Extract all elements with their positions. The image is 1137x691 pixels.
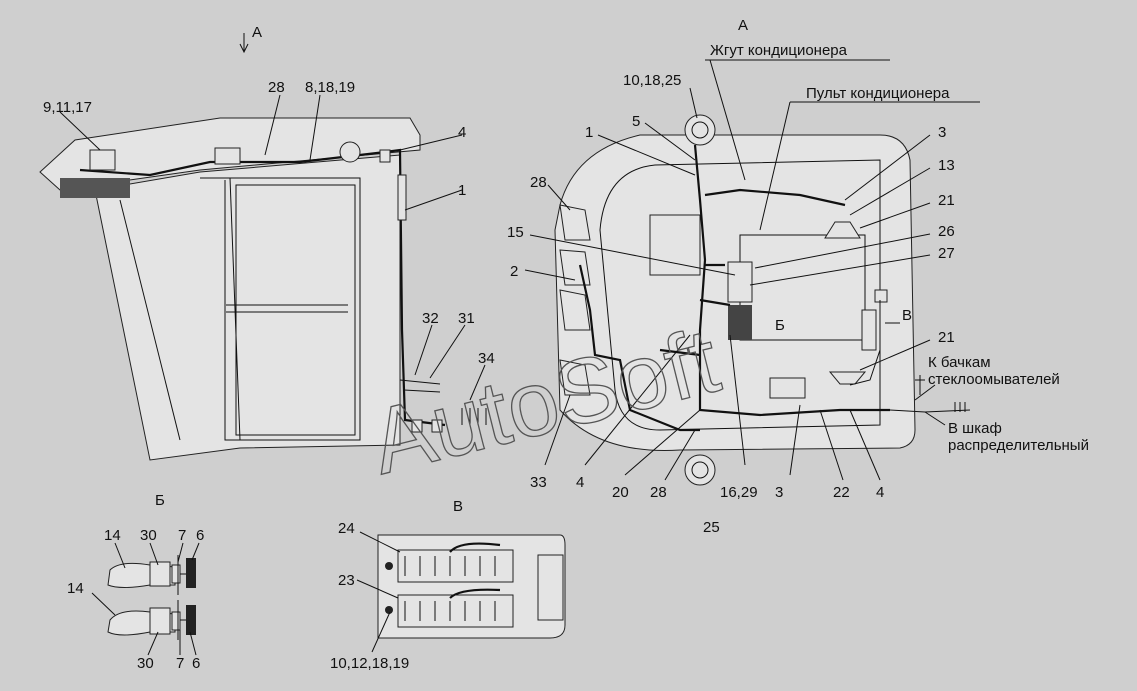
callout-15: 15: [507, 224, 524, 241]
conditioner-harness-label: Жгут кондиционера: [710, 42, 848, 59]
callout-22: 22: [833, 484, 850, 501]
center-view-callouts: А Жгут кондиционера 10,18,25 Пульт конди…: [507, 17, 1089, 536]
washer-tanks-label-1: К бачкам: [928, 354, 991, 371]
callout-33: 33: [530, 474, 547, 491]
callout-5: 5: [632, 113, 640, 130]
callout-2: 2: [510, 263, 518, 280]
callout-4: 4: [458, 124, 466, 141]
washer-tanks-label-2: стеклоомывателей: [928, 371, 1060, 388]
callout-10-12-18-19: 10,12,18,19: [330, 655, 409, 672]
callout-6-b: 6: [192, 655, 200, 672]
view-a-arrow-label: А: [252, 24, 262, 41]
distribution-cabinet-label-1: В шкаф: [948, 420, 1002, 437]
callout-3-top: 3: [938, 124, 946, 141]
center-roof-view: [524, 59, 980, 486]
callout-24: 24: [338, 520, 355, 537]
callout-28-b: 28: [650, 484, 667, 501]
callout-25: 25: [703, 519, 720, 536]
callout-3-bottom: 3: [775, 484, 783, 501]
callout-7-a: 7: [178, 527, 186, 544]
inset-b-title: Б: [155, 492, 165, 509]
callout-26: 26: [938, 223, 955, 240]
callout-23: 23: [338, 572, 355, 589]
callout-14-b: 14: [67, 580, 84, 597]
callout-10-18-25: 10,18,25: [623, 72, 681, 89]
callout-28-a: 28: [530, 174, 547, 191]
inset-b-callouts: Б 14 30 7 6 14 30 7 6: [67, 492, 204, 672]
callout-31: 31: [458, 310, 475, 327]
callout-14-a: 14: [104, 527, 121, 544]
inset-v-view: [356, 531, 566, 653]
callout-16-29: 16,29: [720, 484, 758, 501]
left-cab-view: [39, 33, 487, 461]
callout-7-b: 7: [176, 655, 184, 672]
conditioner-panel-label: Пульт кондиционера: [806, 85, 950, 102]
callout-21-bottom: 21: [938, 329, 955, 346]
callout-32: 32: [422, 310, 439, 327]
inset-v-title: В: [453, 498, 463, 515]
callout-8-18-19: 8,18,19: [305, 79, 355, 96]
callout-4-b: 4: [876, 484, 884, 501]
callout-27: 27: [938, 245, 955, 262]
inset-v-callouts: В 24 23 10,12,18,19: [330, 498, 463, 672]
inset-b-view: [91, 542, 200, 656]
view-b-marker: Б: [775, 317, 785, 334]
callout-20: 20: [612, 484, 629, 501]
view-a-title: А: [738, 17, 748, 34]
callout-4-a: 4: [576, 474, 584, 491]
callout-1: 1: [585, 124, 593, 141]
callout-9-11-17: 9,11,17: [43, 99, 92, 116]
callout-30-b: 30: [137, 655, 154, 672]
callout-34: 34: [478, 350, 495, 367]
left-view-callouts: А 9,11,17 28 8,18,19 4 1 32 31 34: [43, 24, 495, 367]
callout-6-a: 6: [196, 527, 204, 544]
callout-21-top: 21: [938, 192, 955, 209]
view-v-marker: В: [902, 307, 912, 324]
callout-28: 28: [268, 79, 285, 96]
callout-1: 1: [458, 182, 466, 199]
distribution-cabinet-label-2: распределительный: [948, 437, 1089, 454]
callout-30-a: 30: [140, 527, 157, 544]
callout-13: 13: [938, 157, 955, 174]
